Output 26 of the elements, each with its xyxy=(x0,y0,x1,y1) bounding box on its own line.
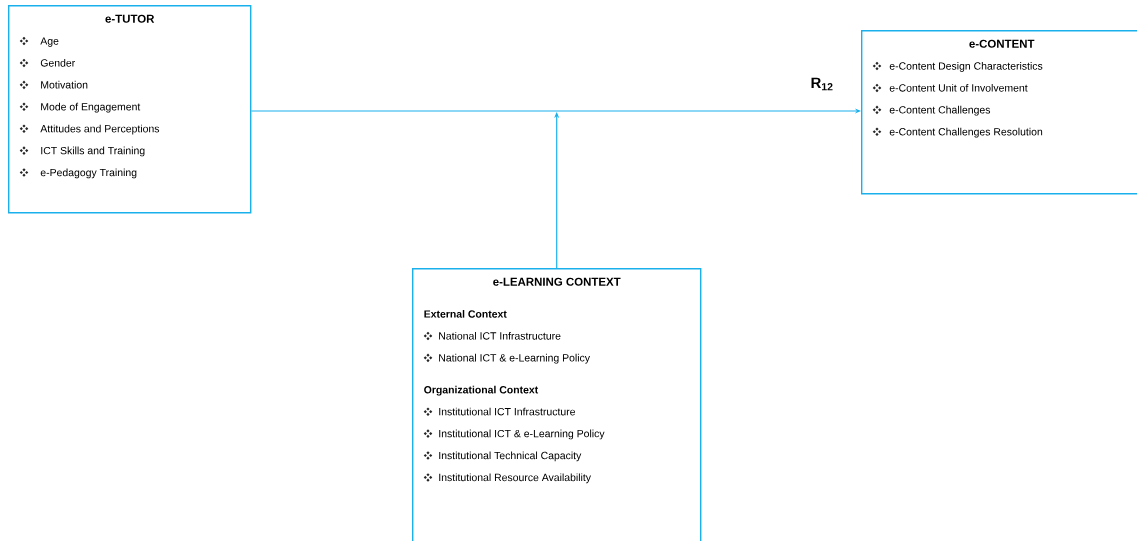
heading: e-TUTOR xyxy=(105,14,155,23)
list-item: e-Content Challenges Resolution xyxy=(889,127,1043,138)
subheading: Organizational Context xyxy=(424,385,539,396)
list-item: Gender xyxy=(40,58,75,67)
list-item: National ICT Infrastructure xyxy=(439,331,561,340)
list-item: Institutional Resource Availability xyxy=(439,473,591,484)
list-item: Mode of Engagement xyxy=(41,102,141,113)
list-item: National ICT & e-Learning Policy xyxy=(439,353,590,364)
list-item: e-Content Challenges xyxy=(889,105,991,116)
list-item: Attitudes and Perceptions xyxy=(40,124,160,135)
list-item: e-Content Unit of Involvement xyxy=(889,83,1028,92)
concept-box xyxy=(412,268,702,541)
concept-box xyxy=(8,5,252,214)
list-item: Age xyxy=(40,37,59,47)
subheading: External Context xyxy=(424,310,507,318)
list-item: Institutional Technical Capacity xyxy=(439,451,582,462)
list-item: Institutional ICT & e-Learning Policy xyxy=(439,429,605,440)
concept-box xyxy=(861,30,1137,195)
list-item: e-Content Design Characteristics xyxy=(889,62,1043,72)
heading: e-CONTENT xyxy=(969,39,1035,48)
list-item: Institutional ICT Infrastructure xyxy=(439,407,575,416)
list-item: Motivation xyxy=(41,80,88,89)
list-item: e-Pedagogy Training xyxy=(40,168,137,179)
list-item: ICT Skills and Training xyxy=(41,146,145,157)
edge-label: R$_{12}$ xyxy=(809,76,835,92)
heading: e-LEARNING CONTEXT xyxy=(493,277,621,286)
